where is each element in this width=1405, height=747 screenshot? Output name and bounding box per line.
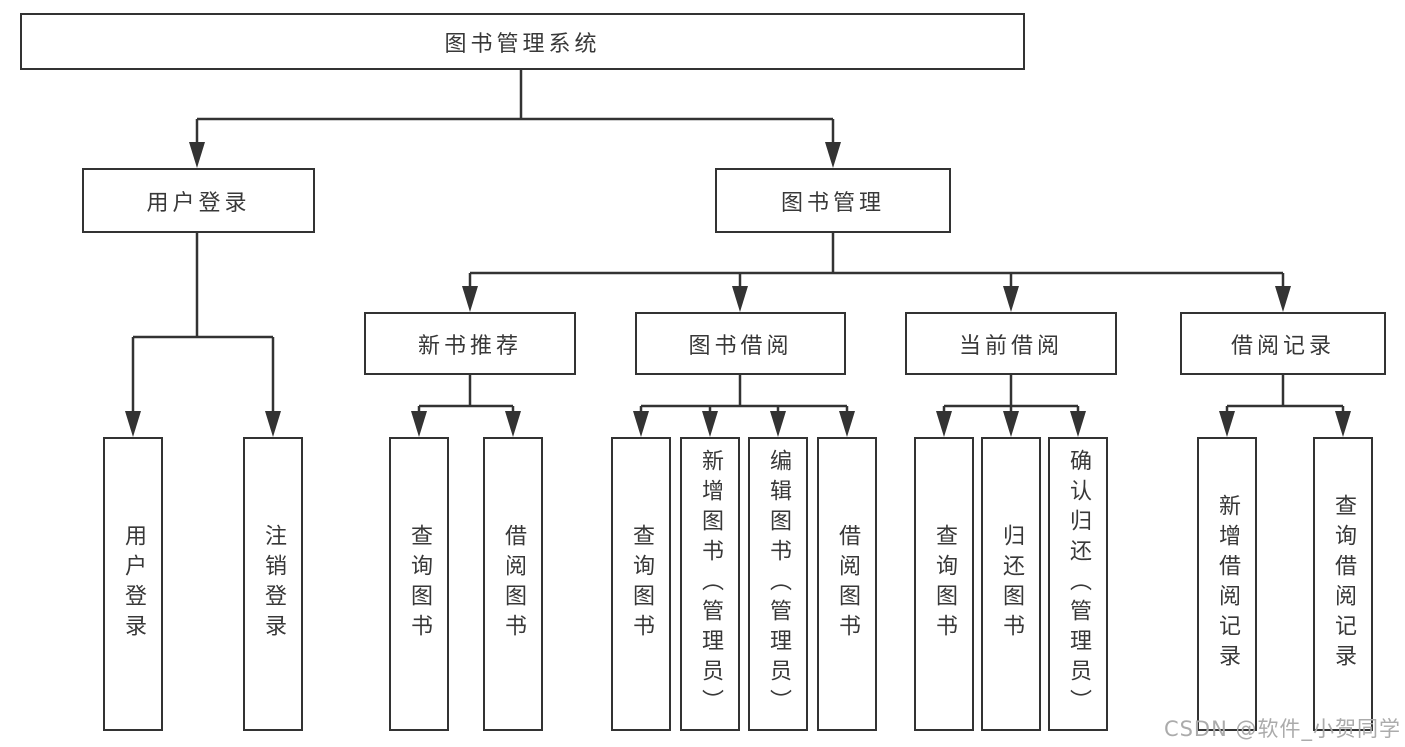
leaf-edit-book-admin: 编辑图书（管理员） — [748, 437, 808, 731]
csdn-watermark: CSDN @软件_小贺同学 — [1163, 717, 1401, 741]
leaf-return-book: 归还图书 — [981, 437, 1041, 731]
connector-current-to-leaves — [942, 375, 1080, 416]
leaf-query-borrow-record: 查询借阅记录 — [1313, 437, 1373, 731]
node-new-book-recommend: 新书推荐 — [364, 312, 576, 375]
leaf-confirm-return-admin: 确认归还（管理员） — [1048, 437, 1108, 731]
node-borrowing-records: 借阅记录 — [1180, 312, 1386, 375]
leaf-logout: 注销登录 — [243, 437, 303, 731]
node-library-system: 图书管理系统 — [20, 13, 1025, 70]
connector-user-login-to-leaves — [131, 233, 275, 416]
leaf-query-books-current: 查询图书 — [914, 437, 974, 731]
connector-root-to-level1 — [195, 70, 835, 148]
connector-borrowing-to-leaves — [639, 375, 849, 416]
arrowheads — [125, 142, 1351, 437]
leaf-user-login: 用户登录 — [103, 437, 163, 731]
node-current-borrowing: 当前借阅 — [905, 312, 1117, 375]
node-user-login: 用户登录 — [82, 168, 315, 233]
leaf-add-book-admin: 新增图书（管理员） — [680, 437, 740, 731]
leaf-query-books-recommend: 查询图书 — [389, 437, 449, 731]
node-book-borrowing: 图书借阅 — [635, 312, 846, 375]
leaf-borrow-books-recommend: 借阅图书 — [483, 437, 543, 731]
connector-recommend-to-leaves — [417, 375, 515, 416]
connector-book-mgmt-to-level2 — [468, 233, 1285, 292]
leaf-add-borrow-record: 新增借阅记录 — [1197, 437, 1257, 731]
leaf-query-books-borrowing: 查询图书 — [611, 437, 671, 731]
leaf-borrow-books-borrowing: 借阅图书 — [817, 437, 877, 731]
node-book-management: 图书管理 — [715, 168, 951, 233]
connector-records-to-leaves — [1225, 375, 1345, 416]
